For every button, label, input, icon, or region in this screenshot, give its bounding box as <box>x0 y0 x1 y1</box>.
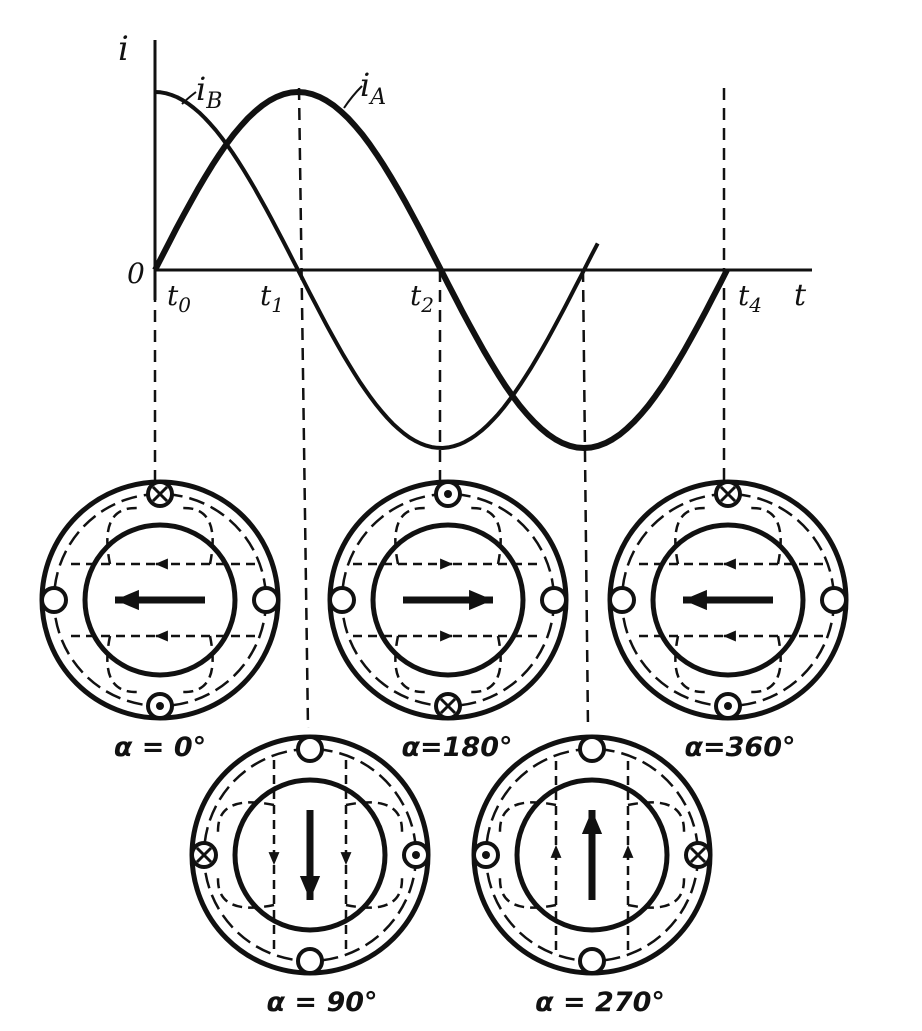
origin-label: 0 <box>127 257 145 290</box>
time-mark-t2: t2 <box>410 279 434 317</box>
angle-label-90: α = 90° <box>266 987 377 1018</box>
field-loop-bottom-right <box>467 635 502 694</box>
field-loop-right-bottom <box>345 874 404 909</box>
projection-lines <box>153 87 726 729</box>
field-line-right-head <box>622 845 634 858</box>
field-line-lower-head <box>440 630 453 642</box>
conductor-top-empty <box>578 735 606 763</box>
field-loop-bottom-left <box>394 635 429 694</box>
field-loop-left-bottom <box>216 874 275 909</box>
conductor-left-cross-mark-b <box>195 846 213 864</box>
field-state-90 <box>189 734 431 976</box>
main-field-arrow-head <box>299 876 321 900</box>
conductor-bottom-dot-dot <box>156 702 164 710</box>
projection-line-90 <box>297 87 310 729</box>
field-loop-bottom-right <box>179 635 214 694</box>
conductor-bottom-empty <box>296 947 324 975</box>
field-state-270 <box>471 734 713 976</box>
field-line-left-head <box>550 845 562 858</box>
angle-label-180: α=180° <box>401 732 512 763</box>
projection-line-270 <box>581 269 590 729</box>
field-loop-right-top <box>627 801 686 836</box>
x-axis-label: t <box>794 278 807 313</box>
field-loop-top-right <box>747 506 782 565</box>
curve-a-leader <box>343 85 363 109</box>
field-loop-bottom-left <box>106 635 141 694</box>
angle-label-360: α=360° <box>684 732 795 763</box>
field-loop-right-bottom <box>627 874 686 909</box>
field-loop-top-left <box>394 506 429 565</box>
conductor-bottom-dot-dot <box>724 702 732 710</box>
field-loop-right-top <box>345 801 404 836</box>
conductor-right-dot-dot <box>412 851 420 859</box>
conductor-right-empty <box>540 586 568 614</box>
conductor-top-dot-dot <box>444 490 452 498</box>
field-loop-top-right <box>467 506 502 565</box>
conductor-top-cross-mark-b <box>719 485 737 503</box>
field-loop-left-top <box>216 801 275 836</box>
current-curve-b <box>154 90 600 450</box>
conductor-left-empty <box>40 586 68 614</box>
field-line-lower-head <box>723 630 736 642</box>
conductor-right-empty <box>820 586 848 614</box>
angle-label-0: α = 0° <box>114 732 206 763</box>
field-state-360 <box>607 479 849 721</box>
curve-b-label: iB <box>196 70 222 114</box>
curve-a-label: iA <box>360 66 386 110</box>
conductor-right-cross-mark-b <box>689 846 707 864</box>
conductor-left-dot-dot <box>482 851 490 859</box>
time-mark-t0: t0 <box>167 279 191 317</box>
field-loop-bottom-right <box>747 635 782 694</box>
main-field-arrow-head <box>115 589 139 611</box>
field-loop-top-right <box>179 506 214 565</box>
curve-b-leader <box>181 91 197 105</box>
field-line-upper-head <box>155 558 168 570</box>
field-loop-top-left <box>106 506 141 565</box>
main-field-arrow-head <box>581 810 603 834</box>
conductor-bottom-cross-mark-b <box>439 697 457 715</box>
field-loop-bottom-left <box>674 635 709 694</box>
field-loop-top-left <box>674 506 709 565</box>
field-loop-left-bottom <box>498 874 557 909</box>
field-line-upper-head <box>723 558 736 570</box>
conductor-bottom-empty <box>578 947 606 975</box>
field-loop-left-top <box>498 801 557 836</box>
field-state-0 <box>39 479 281 721</box>
main-field-arrow-head <box>683 589 707 611</box>
y-axis-label: i <box>118 29 129 69</box>
field-state-180 <box>327 479 569 721</box>
field-line-upper-head <box>440 558 453 570</box>
conductor-right-empty <box>252 586 280 614</box>
angle-label-270: α = 270° <box>535 987 665 1018</box>
field-line-left-head <box>268 852 280 865</box>
conductor-left-empty <box>608 586 636 614</box>
field-line-right-head <box>340 852 352 865</box>
conductor-left-empty <box>328 586 356 614</box>
conductor-top-cross-mark-b <box>151 485 169 503</box>
time-mark-t4: t4 <box>738 279 762 317</box>
main-field-arrow-head <box>469 589 493 611</box>
conductor-top-empty <box>296 735 324 763</box>
time-mark-t1: t1 <box>260 279 284 317</box>
field-line-lower-head <box>155 630 168 642</box>
